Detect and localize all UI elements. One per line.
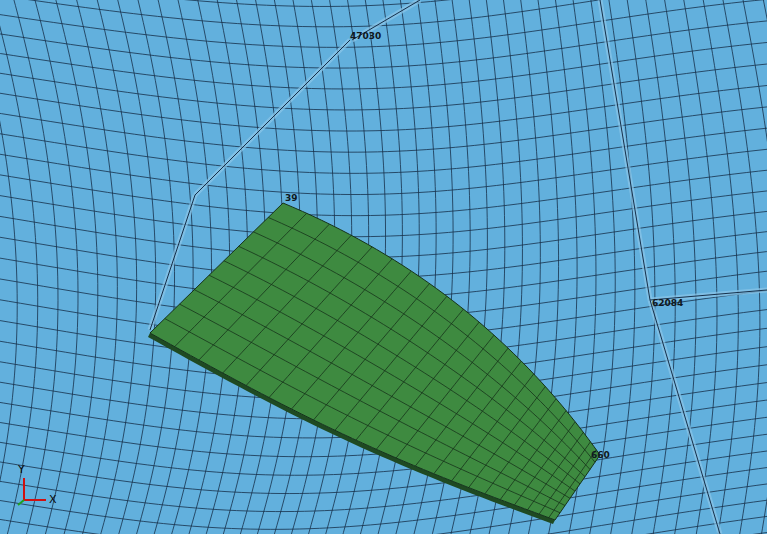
plate-mesh-line xyxy=(485,399,556,494)
plate-mesh-line xyxy=(223,235,352,373)
mesh-line xyxy=(0,0,767,47)
mesh-line xyxy=(0,121,767,173)
ridge-band xyxy=(600,0,650,300)
x-axis-line xyxy=(24,499,46,501)
ridge-line xyxy=(600,0,650,300)
mesh-line xyxy=(0,0,767,6)
node-number: 39 xyxy=(285,194,298,203)
plate-mesh-line xyxy=(434,361,521,474)
plate-mesh-line xyxy=(469,387,546,488)
plate-mesh-line xyxy=(180,304,565,505)
plate-mesh-line xyxy=(239,246,585,476)
ridge-line xyxy=(195,40,350,195)
mesh-line xyxy=(0,0,38,534)
mesh-line xyxy=(746,0,767,534)
plate-mesh-line xyxy=(396,335,494,458)
mesh-line xyxy=(0,457,767,530)
node-number: 660 xyxy=(591,451,610,460)
ridge-lines xyxy=(150,0,767,534)
plate-mesh-line xyxy=(528,432,584,510)
mesh-line xyxy=(108,0,175,534)
mesh-line xyxy=(708,0,760,534)
ridge-band xyxy=(650,300,720,534)
mesh-line xyxy=(766,0,767,534)
z-axis-line xyxy=(18,500,24,505)
plate-mesh-line xyxy=(246,247,372,386)
green-plate xyxy=(150,203,600,520)
mesh-line xyxy=(91,0,156,534)
plate-mesh-line xyxy=(314,284,430,420)
mesh-line xyxy=(0,490,767,534)
mesh-line xyxy=(0,506,767,534)
plate-mesh-line xyxy=(292,271,412,409)
plate-mesh-line xyxy=(268,217,595,462)
mesh-line xyxy=(74,0,137,534)
mesh-line xyxy=(39,0,98,534)
mesh-line xyxy=(0,37,767,89)
mesh-line xyxy=(0,162,767,215)
plate-mesh-line xyxy=(452,374,534,481)
plate-mesh-line xyxy=(224,261,580,484)
plate-mesh-line xyxy=(376,322,479,449)
mesh-line xyxy=(0,58,767,110)
plate-mesh-line xyxy=(269,259,392,398)
plate-mesh-line xyxy=(539,442,590,514)
plate-mesh-line xyxy=(175,213,307,346)
ridge-line xyxy=(650,300,720,534)
plate-mesh xyxy=(165,213,597,517)
mesh-line xyxy=(0,79,767,131)
mesh-line xyxy=(141,0,211,534)
mesh-line xyxy=(0,142,767,195)
axis-label: X xyxy=(49,494,57,505)
plate-mesh-line xyxy=(549,450,597,518)
plate-mesh-line xyxy=(356,309,463,440)
plate-mesh-line xyxy=(335,296,447,430)
mesh-line xyxy=(0,0,58,534)
ridge-band xyxy=(195,40,350,195)
mesh-line xyxy=(57,0,118,534)
plate-mesh-line xyxy=(209,275,575,491)
mesh-line xyxy=(0,473,767,534)
plate-mesh-line xyxy=(165,319,560,513)
node-number: 47030 xyxy=(350,32,381,41)
mesh-line xyxy=(0,182,767,236)
mesh-line xyxy=(0,100,767,152)
node-number: 62084 xyxy=(652,299,683,308)
mesh-line xyxy=(0,0,17,534)
plate-mesh-line xyxy=(500,411,566,500)
mesh-line xyxy=(0,202,767,257)
y-axis-line xyxy=(23,478,25,500)
axis-triad xyxy=(18,478,46,505)
plate-mesh-line xyxy=(253,232,590,470)
axis-label: Y xyxy=(18,464,25,475)
plate-mesh-line xyxy=(415,348,508,466)
plate-mesh-line xyxy=(199,224,330,360)
mesh-line xyxy=(124,0,193,534)
mesh-line xyxy=(0,523,767,534)
mesh-line xyxy=(653,0,696,534)
plate-mesh-line xyxy=(194,290,570,499)
